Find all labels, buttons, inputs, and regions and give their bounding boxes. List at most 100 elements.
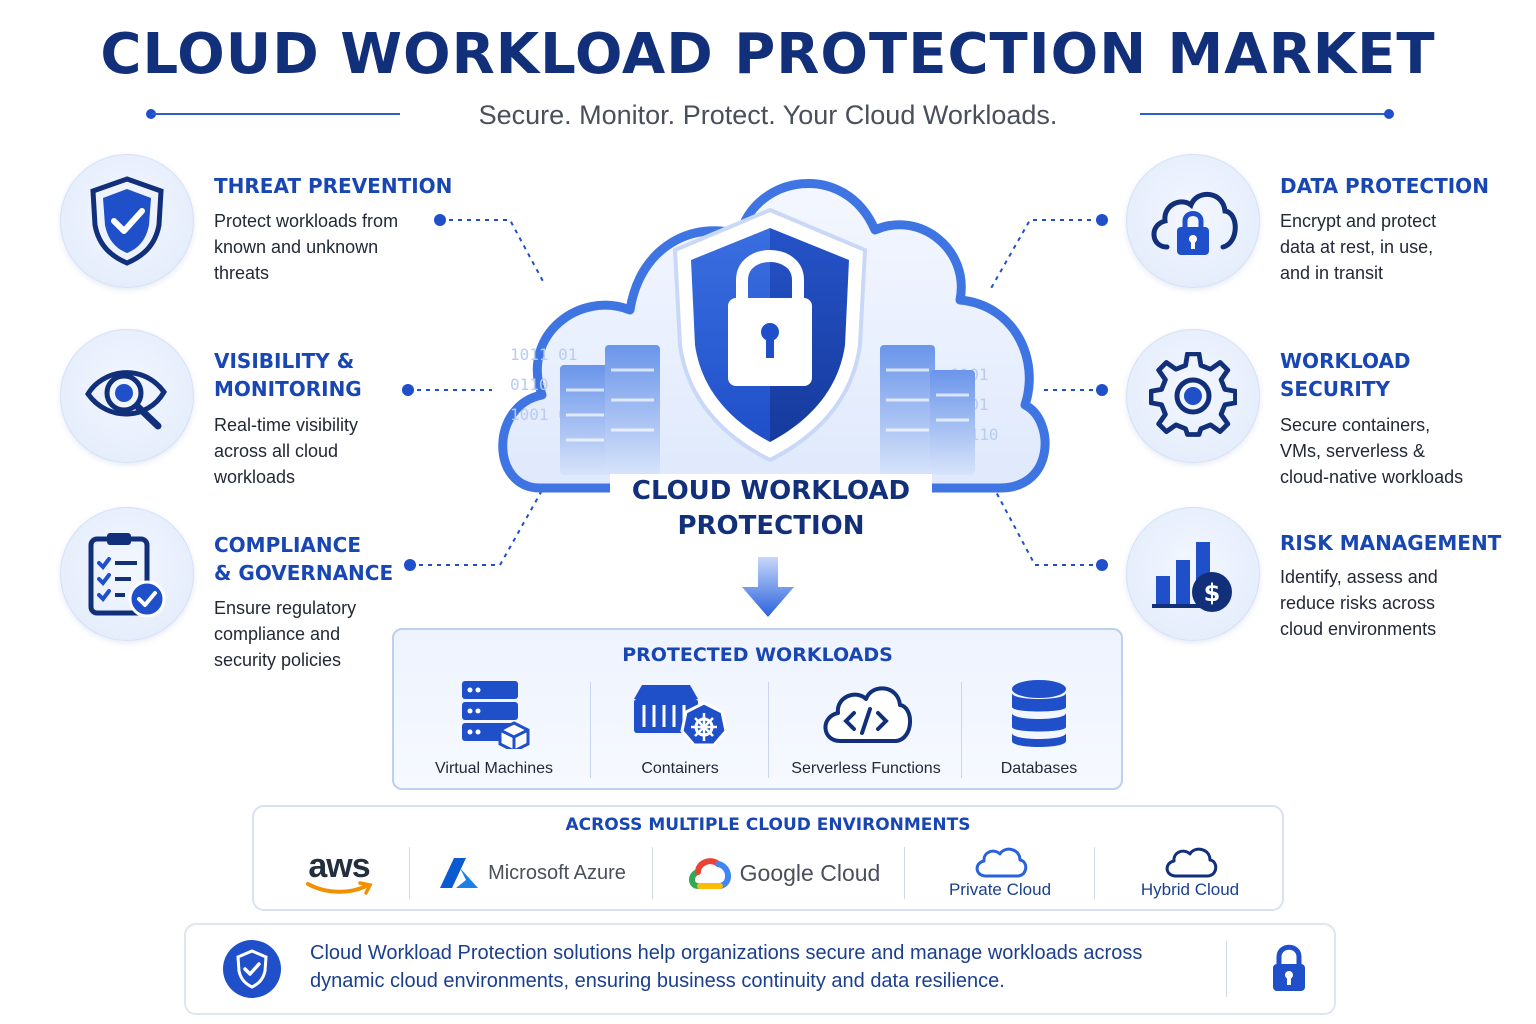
workload-serverless-functions: Serverless Functions — [776, 678, 956, 778]
summary-line1: Cloud Workload Protection solutions help… — [310, 942, 1143, 964]
data-protection-desc-line1: Encrypt and protect — [1280, 211, 1437, 231]
database-icon — [1012, 680, 1066, 747]
env-divider — [652, 847, 653, 899]
workload-databases-label: Databases — [1000, 760, 1078, 777]
workload-security-desc-line3: cloud-native workloads — [1280, 467, 1464, 487]
lock-icon — [1273, 944, 1305, 991]
shield-lock-icon — [672, 207, 868, 463]
center-label-line1: CLOUD WORKLOAD — [631, 476, 911, 506]
page-title: CLOUD WORKLOAD PROTECTION MARKET — [100, 22, 1436, 87]
compliance-governance-title: COMPLIANCE & GOVERNANCE — [214, 531, 393, 587]
workload-serverless-functions-label: Serverless Functions — [791, 760, 941, 777]
visibility-monitoring-description: Real-time visibility across all cloud wo… — [214, 412, 358, 490]
risk-management-desc-line1: Identify, assess and — [1280, 567, 1438, 587]
compliance-desc-line3: security policies — [214, 650, 342, 670]
aws-smile-icon — [306, 881, 373, 895]
data-protection-badge — [1126, 154, 1260, 288]
workload-containers-label: Containers — [641, 760, 719, 777]
center-label-line2: PROTECTION — [677, 511, 865, 541]
eye-magnifier-icon — [85, 370, 167, 430]
env-private-cloud: Private Cloud — [922, 841, 1078, 905]
env-aws: aws — [274, 841, 404, 905]
azure-logo-icon — [440, 858, 479, 888]
data-protection-desc-line2: data at rest, in use, — [1280, 237, 1434, 257]
env-google-cloud: Google Cloud — [674, 841, 894, 905]
visibility-monitoring-badge — [60, 329, 194, 463]
shield-check-icon — [223, 940, 281, 998]
compliance-title-line2: & GOVERNANCE — [214, 561, 394, 585]
summary-divider — [1226, 941, 1227, 997]
risk-management-title: RISK MANAGEMENT — [1280, 529, 1501, 557]
env-aws-label: aws — [308, 847, 370, 885]
visibility-title-line2: MONITORING — [214, 377, 362, 401]
env-google-cloud-label: Google Cloud — [739, 859, 881, 886]
cloud-code-icon — [823, 686, 913, 743]
cloud-environments-panel: ACROSS MULTIPLE CLOUD ENVIRONMENTS aws M… — [252, 805, 1284, 911]
risk-management-badge: $ — [1126, 507, 1260, 641]
gear-icon — [1149, 352, 1237, 437]
data-protection-description: Encrypt and protect data at rest, in use… — [1280, 208, 1436, 286]
connector-risk-management — [994, 489, 1102, 566]
cloud-environments-title: ACROSS MULTIPLE CLOUD ENVIRONMENTS — [565, 815, 971, 835]
workload-virtual-machines-label: Virtual Machines — [435, 760, 553, 777]
workload-security-title-line1: WORKLOAD — [1280, 349, 1411, 373]
workload-containers: Containers — [590, 678, 770, 778]
risk-management-desc-line3: cloud environments — [1280, 619, 1437, 639]
workload-databases: Databases — [949, 678, 1129, 778]
cloud-outline-icon — [975, 847, 1028, 878]
down-arrow-icon — [742, 557, 794, 617]
workload-security-badge — [1126, 329, 1260, 463]
env-divider — [904, 847, 905, 899]
workload-security-title-line2: SECURITY — [1280, 377, 1390, 401]
connector-threat-prevention — [440, 219, 546, 286]
compliance-governance-badge — [60, 507, 194, 641]
env-microsoft-azure: Microsoft Azure — [422, 841, 642, 905]
threat-prevention-desc-line3: threats — [214, 263, 270, 283]
summary-panel: Cloud Workload Protection solutions help… — [184, 923, 1336, 1015]
threat-prevention-badge — [60, 154, 194, 288]
env-hybrid-cloud-label: Hybrid Cloud — [1140, 880, 1240, 899]
env-hybrid-cloud: Hybrid Cloud — [1112, 841, 1268, 905]
workload-divider — [768, 682, 769, 778]
workload-security-title: WORKLOAD SECURITY — [1280, 347, 1411, 403]
env-divider — [1094, 847, 1095, 899]
data-protection-desc-line3: and in transit — [1280, 263, 1384, 283]
shield-check-icon — [90, 176, 164, 266]
clipboard-check-icon — [88, 533, 166, 618]
visibility-monitoring-title: VISIBILITY & MONITORING — [214, 347, 362, 403]
threat-prevention-desc-line1: Protect workloads from — [214, 211, 399, 231]
compliance-desc-line2: compliance and — [214, 624, 341, 644]
workload-security-desc-line2: VMs, serverless & — [1280, 441, 1426, 461]
workload-virtual-machines: Virtual Machines — [404, 678, 584, 778]
subtitle-right-dot — [1384, 109, 1394, 119]
threat-prevention-desc-line2: known and unknown — [214, 237, 379, 257]
data-protection-title-line1: DATA PROTECTION — [1280, 174, 1489, 198]
workload-divider — [961, 682, 962, 778]
svg-text:1011 01: 1011 01 — [510, 345, 577, 364]
subtitle-left-rule — [152, 113, 400, 115]
threat-prevention-title-line1: THREAT PREVENTION — [214, 174, 453, 198]
container-kubernetes-icon — [634, 685, 728, 747]
svg-text:$: $ — [1204, 579, 1221, 607]
subtitle-left-dot — [146, 109, 156, 119]
cloud-outline-icon — [1165, 847, 1218, 878]
risk-management-title-line1: RISK MANAGEMENT — [1280, 531, 1502, 555]
workload-divider — [590, 682, 591, 778]
visibility-title-line1: VISIBILITY & — [214, 349, 355, 373]
visibility-desc-line2: across all cloud — [214, 441, 339, 461]
bar-chart-dollar-icon: $ — [1152, 542, 1232, 612]
threat-prevention-title: THREAT PREVENTION — [214, 172, 452, 200]
visibility-desc-line3: workloads — [214, 467, 296, 487]
threat-prevention-description: Protect workloads from known and unknown… — [214, 208, 398, 286]
compliance-desc-line1: Ensure regulatory — [214, 598, 357, 618]
visibility-desc-line1: Real-time visibility — [214, 415, 359, 435]
env-microsoft-azure-label: Microsoft Azure — [488, 861, 626, 884]
data-protection-title: DATA PROTECTION — [1280, 172, 1489, 200]
env-divider — [409, 847, 410, 899]
center-label: CLOUD WORKLOAD PROTECTION — [610, 474, 932, 544]
compliance-governance-description: Ensure regulatory compliance and securit… — [214, 595, 356, 673]
protected-workloads-panel: PROTECTED WORKLOADS Virtual Machines — [392, 628, 1123, 790]
subtitle-right-rule — [1140, 113, 1386, 115]
google-cloud-logo-icon — [688, 858, 731, 889]
